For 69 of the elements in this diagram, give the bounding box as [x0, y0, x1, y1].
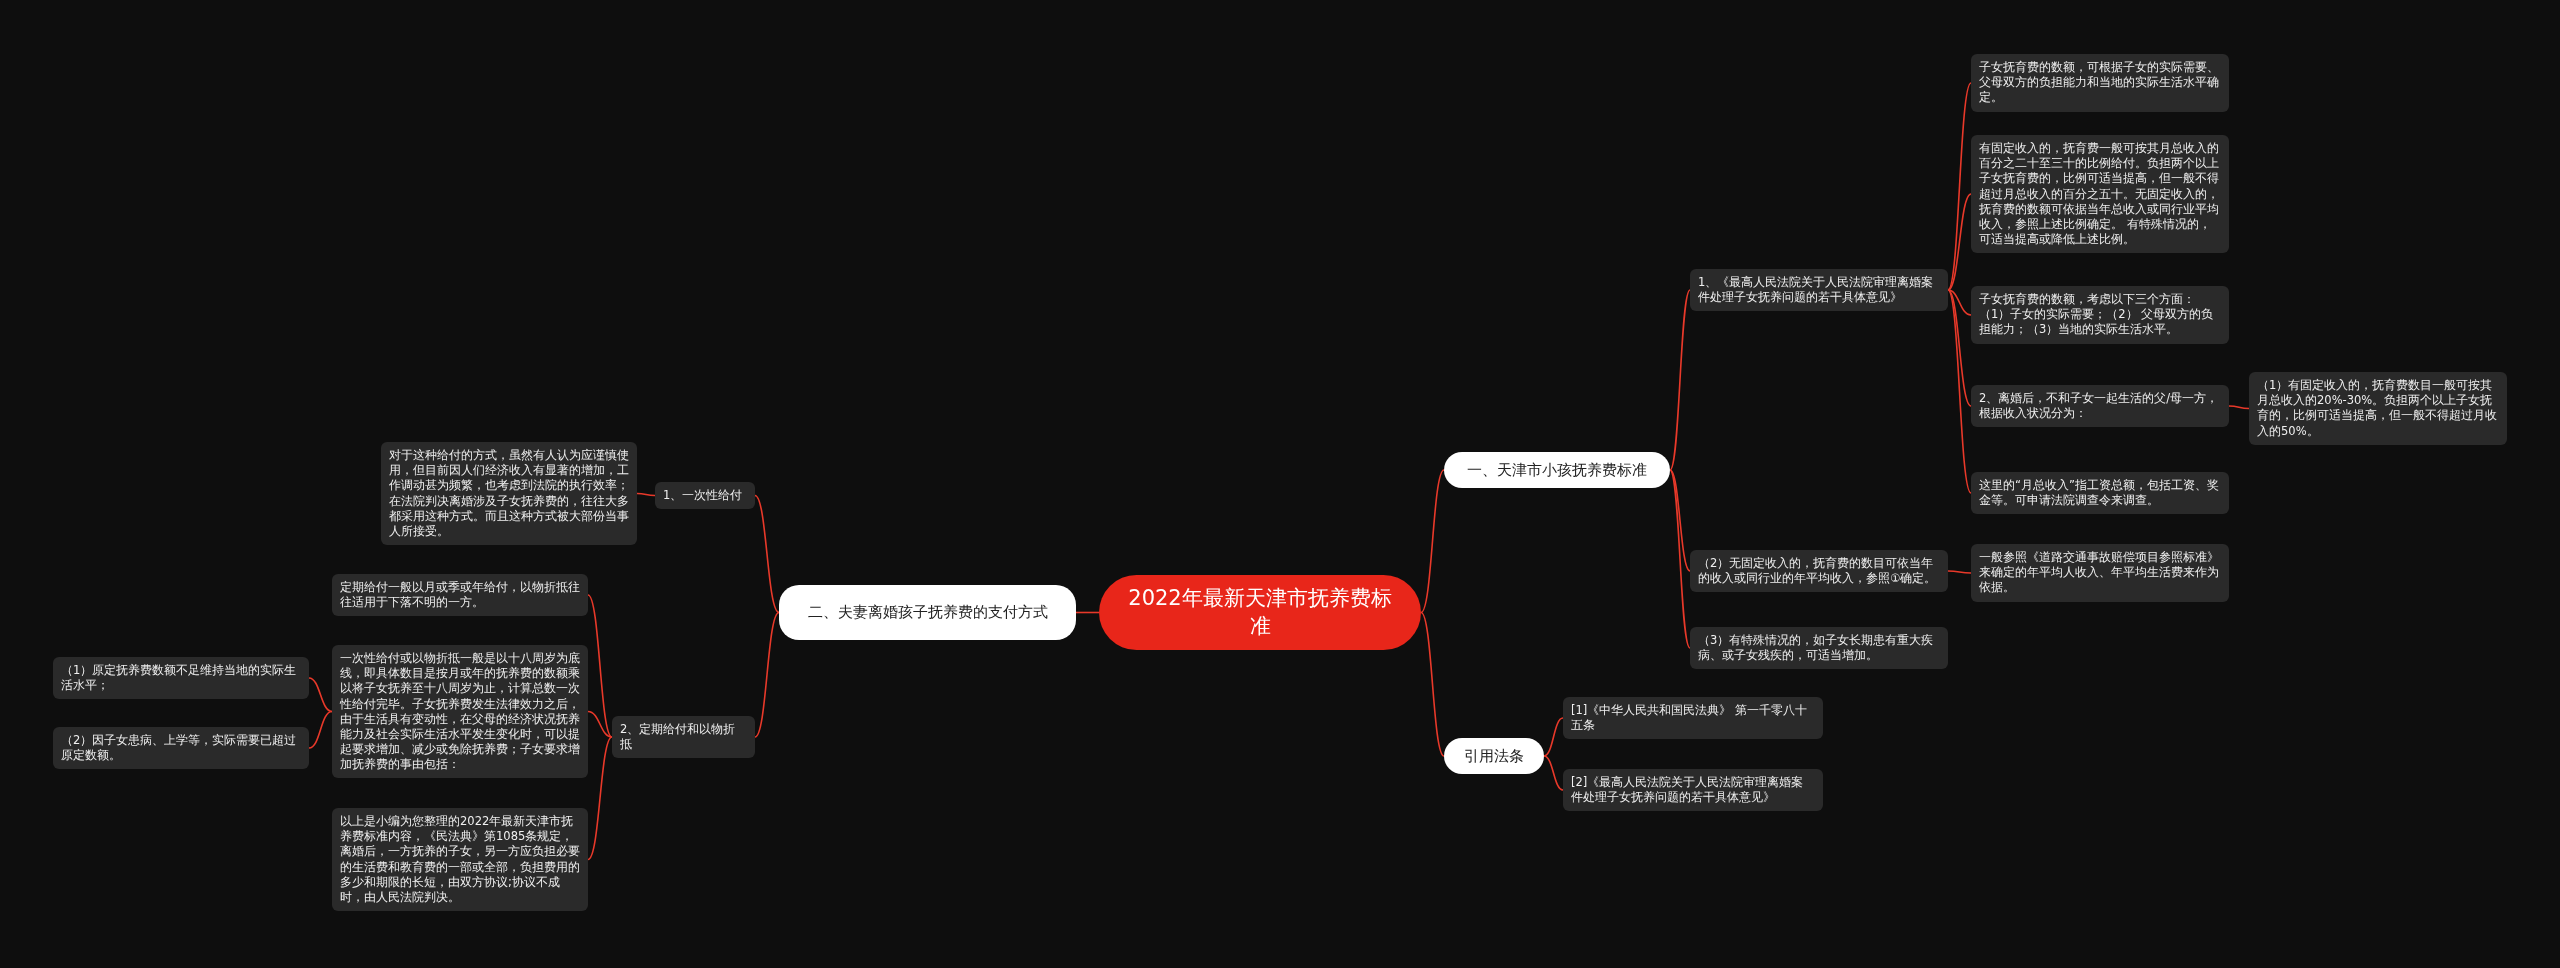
branch-topic	[1444, 452, 1670, 489]
topic-text: [1]《中华人民共和国民法典》 第一千零八十五条	[1571, 703, 1808, 734]
connector-line	[308, 677, 333, 713]
topic-card	[1690, 269, 1948, 312]
connector-line	[308, 710, 333, 749]
topic-card	[612, 716, 755, 759]
topic-text: 对于这种给付的方式，虽然有人认为应谨慎使用，但目前因人们经济收入有显著的增加，工作调动甚为频繁，也考虑到法院的执行效率；在法院判决离婚涉及子女抚养费的，往往大多都采用这种方式。而且这种方式被大部份当事人所接受。	[389, 448, 629, 540]
topic-text: 引用法条	[1464, 746, 1524, 767]
branch-topic	[779, 585, 1076, 640]
topic-card	[2249, 372, 2507, 445]
connector-line	[754, 611, 780, 738]
topic-text: 二、夫妻离婚孩子抚养费的支付方式	[807, 602, 1048, 623]
topic-card	[381, 442, 637, 546]
topic-card	[1971, 54, 2229, 112]
topic-text: 一般参照《道路交通事故赔偿项目参照标准》来确定的年平均人收入、年平均生活费来作为依据。	[1979, 550, 2220, 596]
topic-text: （2）因子女患病、上学等，实际需要已超过原定数额。	[61, 733, 298, 764]
connector-line	[587, 736, 613, 861]
connector-line	[1947, 289, 1972, 407]
topic-card	[1690, 550, 1948, 593]
topic-card	[1563, 769, 1823, 812]
connector-line	[1947, 289, 1972, 494]
topic-text: 子女抚育费的数额，考虑以下三个方面：（1）子女的实际需要；（2） 父母双方的负担能力；（3）当地的实际生活水平。	[1979, 292, 2215, 338]
topic-text: 1、《最高人民法院关于人民法院审理离婚案件处理子女抚养问题的若干具体意见》	[1698, 275, 1935, 306]
connector-line	[1947, 570, 1972, 574]
topic-text: 定期给付一般以月或季或年给付，以物折抵往往适用于下落不明的一方。	[340, 580, 580, 611]
topic-text: （3）有特殊情况的，如子女长期患有重大疾病、或子女残疾的，可适当增加。	[1698, 633, 1935, 664]
topic-card	[53, 727, 309, 770]
connector-line	[1669, 289, 1691, 471]
topic-card	[1690, 627, 1948, 670]
connector-line	[1669, 469, 1691, 649]
topic-text: [2]《最高人民法院关于人民法院审理离婚案件处理子女抚养问题的若干具体意见》	[1571, 775, 1805, 806]
topic-card	[332, 574, 588, 617]
connector-line	[587, 710, 613, 738]
topic-card	[332, 808, 588, 912]
connector-line	[1420, 611, 1445, 757]
connector-line	[1947, 82, 1972, 291]
topic-card	[655, 482, 755, 510]
topic-text: 2、定期给付和以物折抵	[620, 722, 737, 753]
topic-card	[1971, 385, 2229, 428]
topic-text: （1）有固定收入的，抚育费数目一般可按其月总收入的20%-30%。负担两个以上子女抚育的，比例可适当提高，但一般不得超过月收入的50%。	[2257, 378, 2498, 439]
topic-card	[1971, 286, 2229, 344]
topic-text: 以上是小编为您整理的2022年最新天津市抚养费标准内容，《民法典》第1085条规定，离婚后，一方抚养的子女，另一方应负担必要的生活费和教育费的一部或全部，负担费用的多少和期限的长短，由双方协议;协议不成时，由人民法院判决。	[340, 814, 580, 906]
topic-card	[1971, 544, 2229, 602]
connector-line	[1075, 611, 1100, 614]
connector-line	[1947, 193, 1972, 291]
topic-text: 子女抚育费的数额，可根据子女的实际需要、父母双方的负担能力和当地的实际生活水平确定。	[1979, 60, 2220, 106]
topic-card	[1971, 472, 2229, 515]
connector-line	[1669, 469, 1691, 572]
topic-text: 有固定收入的，抚育费一般可按其月总收入的百分之二十至三十的比例给付。负担两个以上子女抚育费的，比例可适当提高，但一般不得超过月总收入的百分之五十。无固定收入的，抚育费的数额可依据当年总收入或同行业平均收入，参照上述比例确定。 有特殊情况的，可适当提高或降低上述比例。	[1979, 141, 2220, 248]
topic-text: 这里的“月总收入”指工资总额，包括工资、奖金等。可申请法院调查令来调查。	[1979, 478, 2220, 509]
connector-line	[1420, 469, 1445, 614]
connector-line	[1543, 755, 1564, 791]
topic-card	[1971, 135, 2229, 254]
connector-line	[1543, 717, 1564, 757]
topic-text: 一、天津市小孩抚养费标准	[1467, 460, 1647, 481]
topic-text: 一次性给付或以物折抵一般是以十八周岁为底线，即具体数目是按月或年的抚养费的数额乘以将子女抚养至十八周岁为止，计算总数一次性给付完毕。子女抚养费发生法律效力之后，由于生活具有变动性，在父母的经济状况抚养能力及社会实际生活水平发生变化时，可以提起要求增加、减少或免除抚养费；子女要求增加抚养费的事由包括：	[340, 651, 580, 773]
topic-text: （1）原定抚养费数额不足维持当地的实际生活水平；	[61, 663, 298, 694]
connector-line	[1947, 289, 1972, 316]
connector-line	[2228, 405, 2250, 410]
topic-card	[1563, 697, 1823, 740]
topic-text: （2）无固定收入的，抚育费的数目可依当年的收入或同行业的年平均收入，参照①确定。	[1698, 556, 1938, 587]
connector-line	[636, 492, 656, 497]
topic-text: 2022年最新天津市抚养费标准	[1127, 585, 1393, 640]
branch-topic	[1444, 738, 1544, 775]
connector-line	[754, 494, 780, 614]
topic-text: 2、离婚后，不和子女一起生活的父/母一方，根据收入状况分为：	[1979, 391, 2220, 422]
topic-text: 1、一次性给付	[663, 488, 744, 504]
topic-card	[53, 657, 309, 700]
connector-line	[587, 594, 613, 738]
